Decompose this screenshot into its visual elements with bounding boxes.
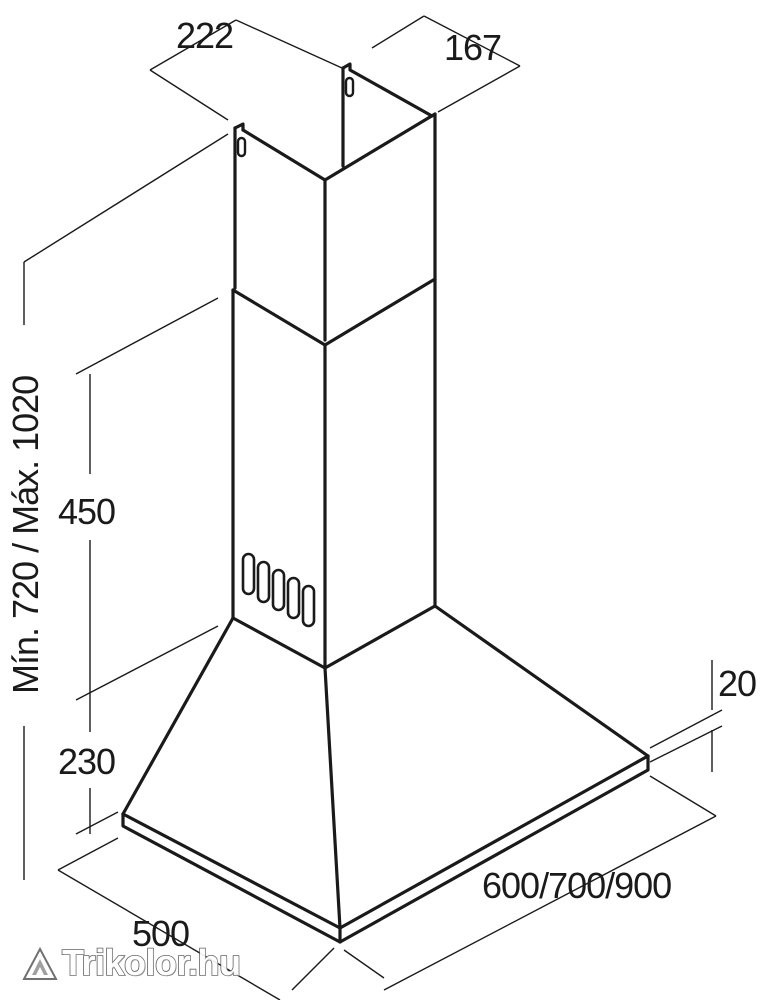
dimension-lines bbox=[23, 15, 723, 1000]
upper-chimney bbox=[233, 62, 437, 342]
dimension-230 bbox=[75, 625, 219, 835]
vent-slot-icon bbox=[271, 568, 286, 612]
watermark: Trikolor.hu bbox=[22, 941, 242, 984]
label-width-top: 222 bbox=[176, 15, 233, 56]
hood-outline bbox=[121, 62, 650, 944]
dimension-450 bbox=[75, 297, 219, 700]
label-width-bottom: 600/700/900 bbox=[482, 865, 671, 906]
label-canopy-height: 230 bbox=[58, 741, 115, 782]
label-depth-bottom: 500 bbox=[132, 913, 189, 954]
watermark-text: Trikolor.hu bbox=[61, 941, 242, 984]
canopy bbox=[121, 604, 650, 944]
dimension-600-700-900 bbox=[343, 775, 717, 991]
dimension-222 bbox=[149, 19, 343, 121]
vent-slot-icon bbox=[301, 584, 316, 628]
vent-slot-icon bbox=[286, 576, 301, 620]
mounting-slot-icon bbox=[344, 76, 355, 98]
label-depth-top: 167 bbox=[444, 27, 501, 68]
label-height-range: Mín. 720 / Máx. 1020 bbox=[5, 376, 46, 694]
label-rim-thickness: 20 bbox=[718, 663, 756, 704]
vent-slot-icon bbox=[256, 560, 271, 604]
lower-chimney bbox=[231, 277, 437, 670]
trikolor-logo-icon bbox=[22, 946, 58, 980]
dimension-labels: 222 167 Mín. 720 / Máx. 1020 450 230 20 … bbox=[5, 15, 757, 954]
mounting-slot-icon bbox=[236, 136, 247, 158]
dimension-167 bbox=[371, 15, 521, 113]
dimension-500 bbox=[57, 837, 335, 1000]
dimension-20 bbox=[649, 660, 723, 772]
vent-slot-icon bbox=[241, 552, 256, 596]
label-chimney-height: 450 bbox=[58, 491, 115, 532]
dimension-total-height bbox=[23, 133, 229, 880]
